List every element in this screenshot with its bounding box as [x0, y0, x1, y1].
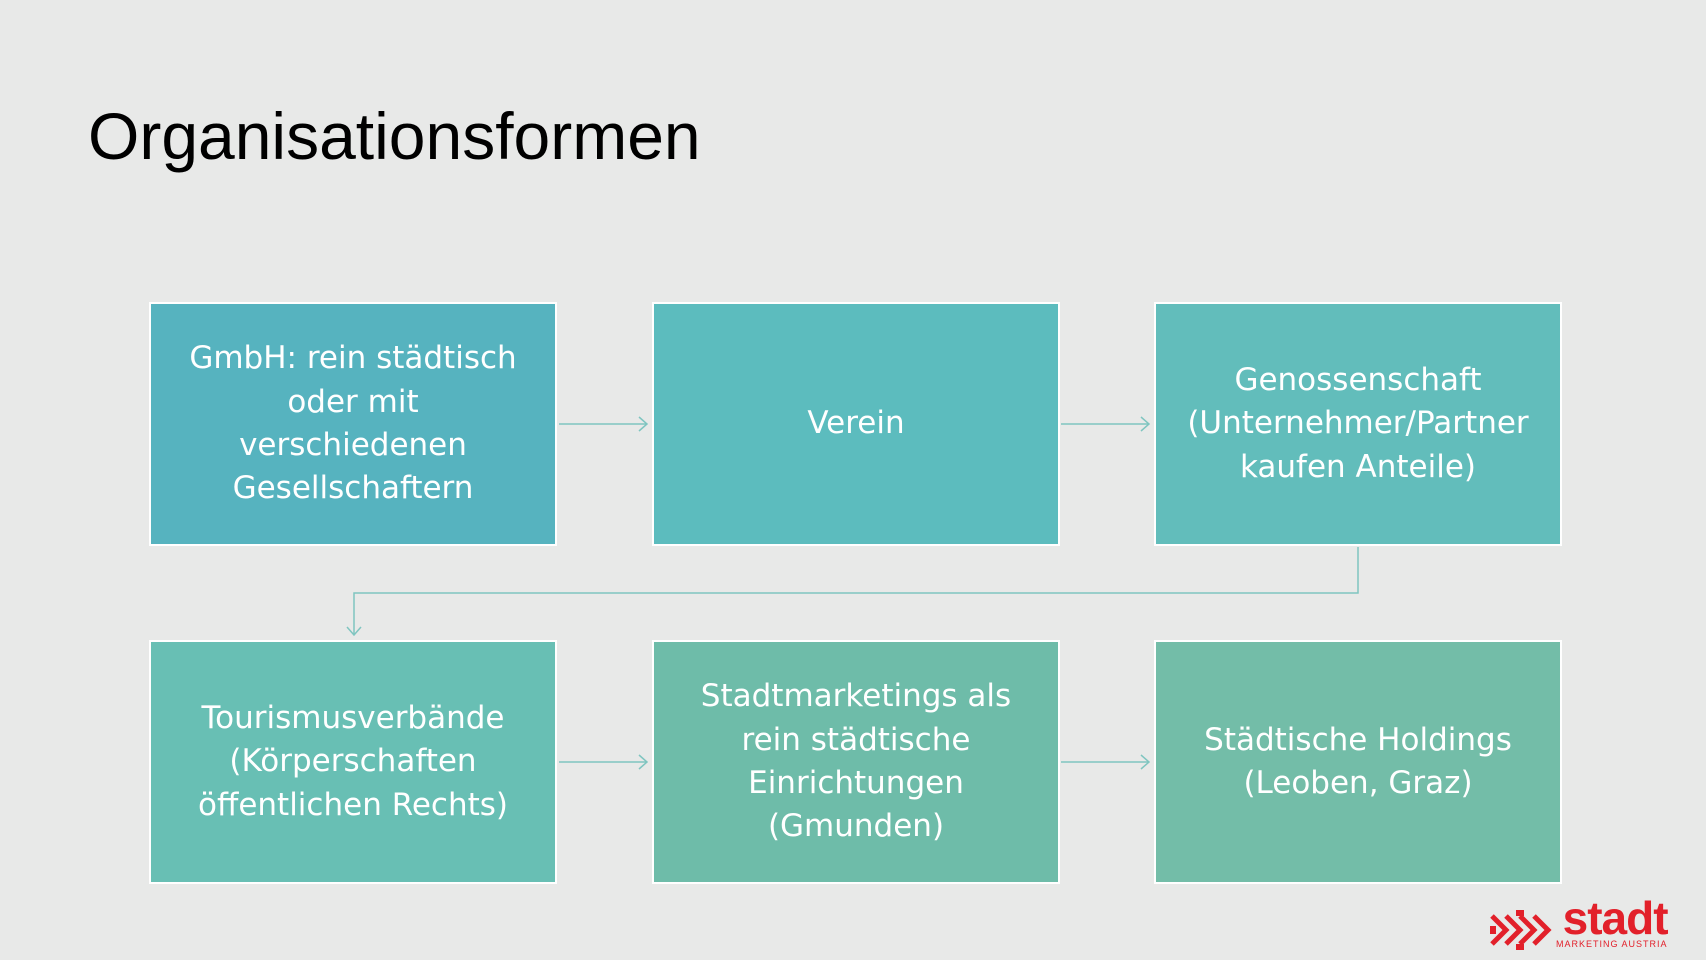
slide-title: Organisationsformen: [88, 99, 701, 173]
box-genossenschaft: Genossenschaft (Unternehmer/Partner kauf…: [1154, 302, 1562, 546]
arrow-genossenschaft-to-tourismus: [353, 547, 1359, 635]
arrowhead-stadtmarketing-to-holdings: [1140, 754, 1151, 770]
box-tourismusverbaende: Tourismusverbände (Körperschaften öffent…: [149, 640, 557, 884]
arrowhead-verein-to-genossenschaft: [1140, 416, 1151, 432]
logo-text: stadt MARKETING AUSTRIA: [1556, 892, 1669, 950]
box-stadtmarketings: Stadtmarketings als rein städtische Einr…: [652, 640, 1060, 884]
arrowhead-gmbh-to-verein: [638, 416, 649, 432]
logo-subtitle: MARKETING AUSTRIA: [1556, 939, 1668, 949]
arrowhead-tourismus-to-stadtmarketing: [638, 754, 649, 770]
logo-word: stadt: [1562, 892, 1669, 944]
box-verein: Verein: [652, 302, 1060, 546]
box-staedtische-holdings: Städtische Holdings (Leoben, Graz): [1154, 640, 1562, 884]
stadtmarketing-logo: stadt MARKETING AUSTRIA: [1490, 892, 1669, 950]
arrowhead-genossenschaft-to-tourismus: [346, 626, 362, 637]
logo-pattern-icon: [1490, 910, 1552, 950]
box-gmbh: GmbH: rein städtisch oder mit verschiede…: [149, 302, 557, 546]
